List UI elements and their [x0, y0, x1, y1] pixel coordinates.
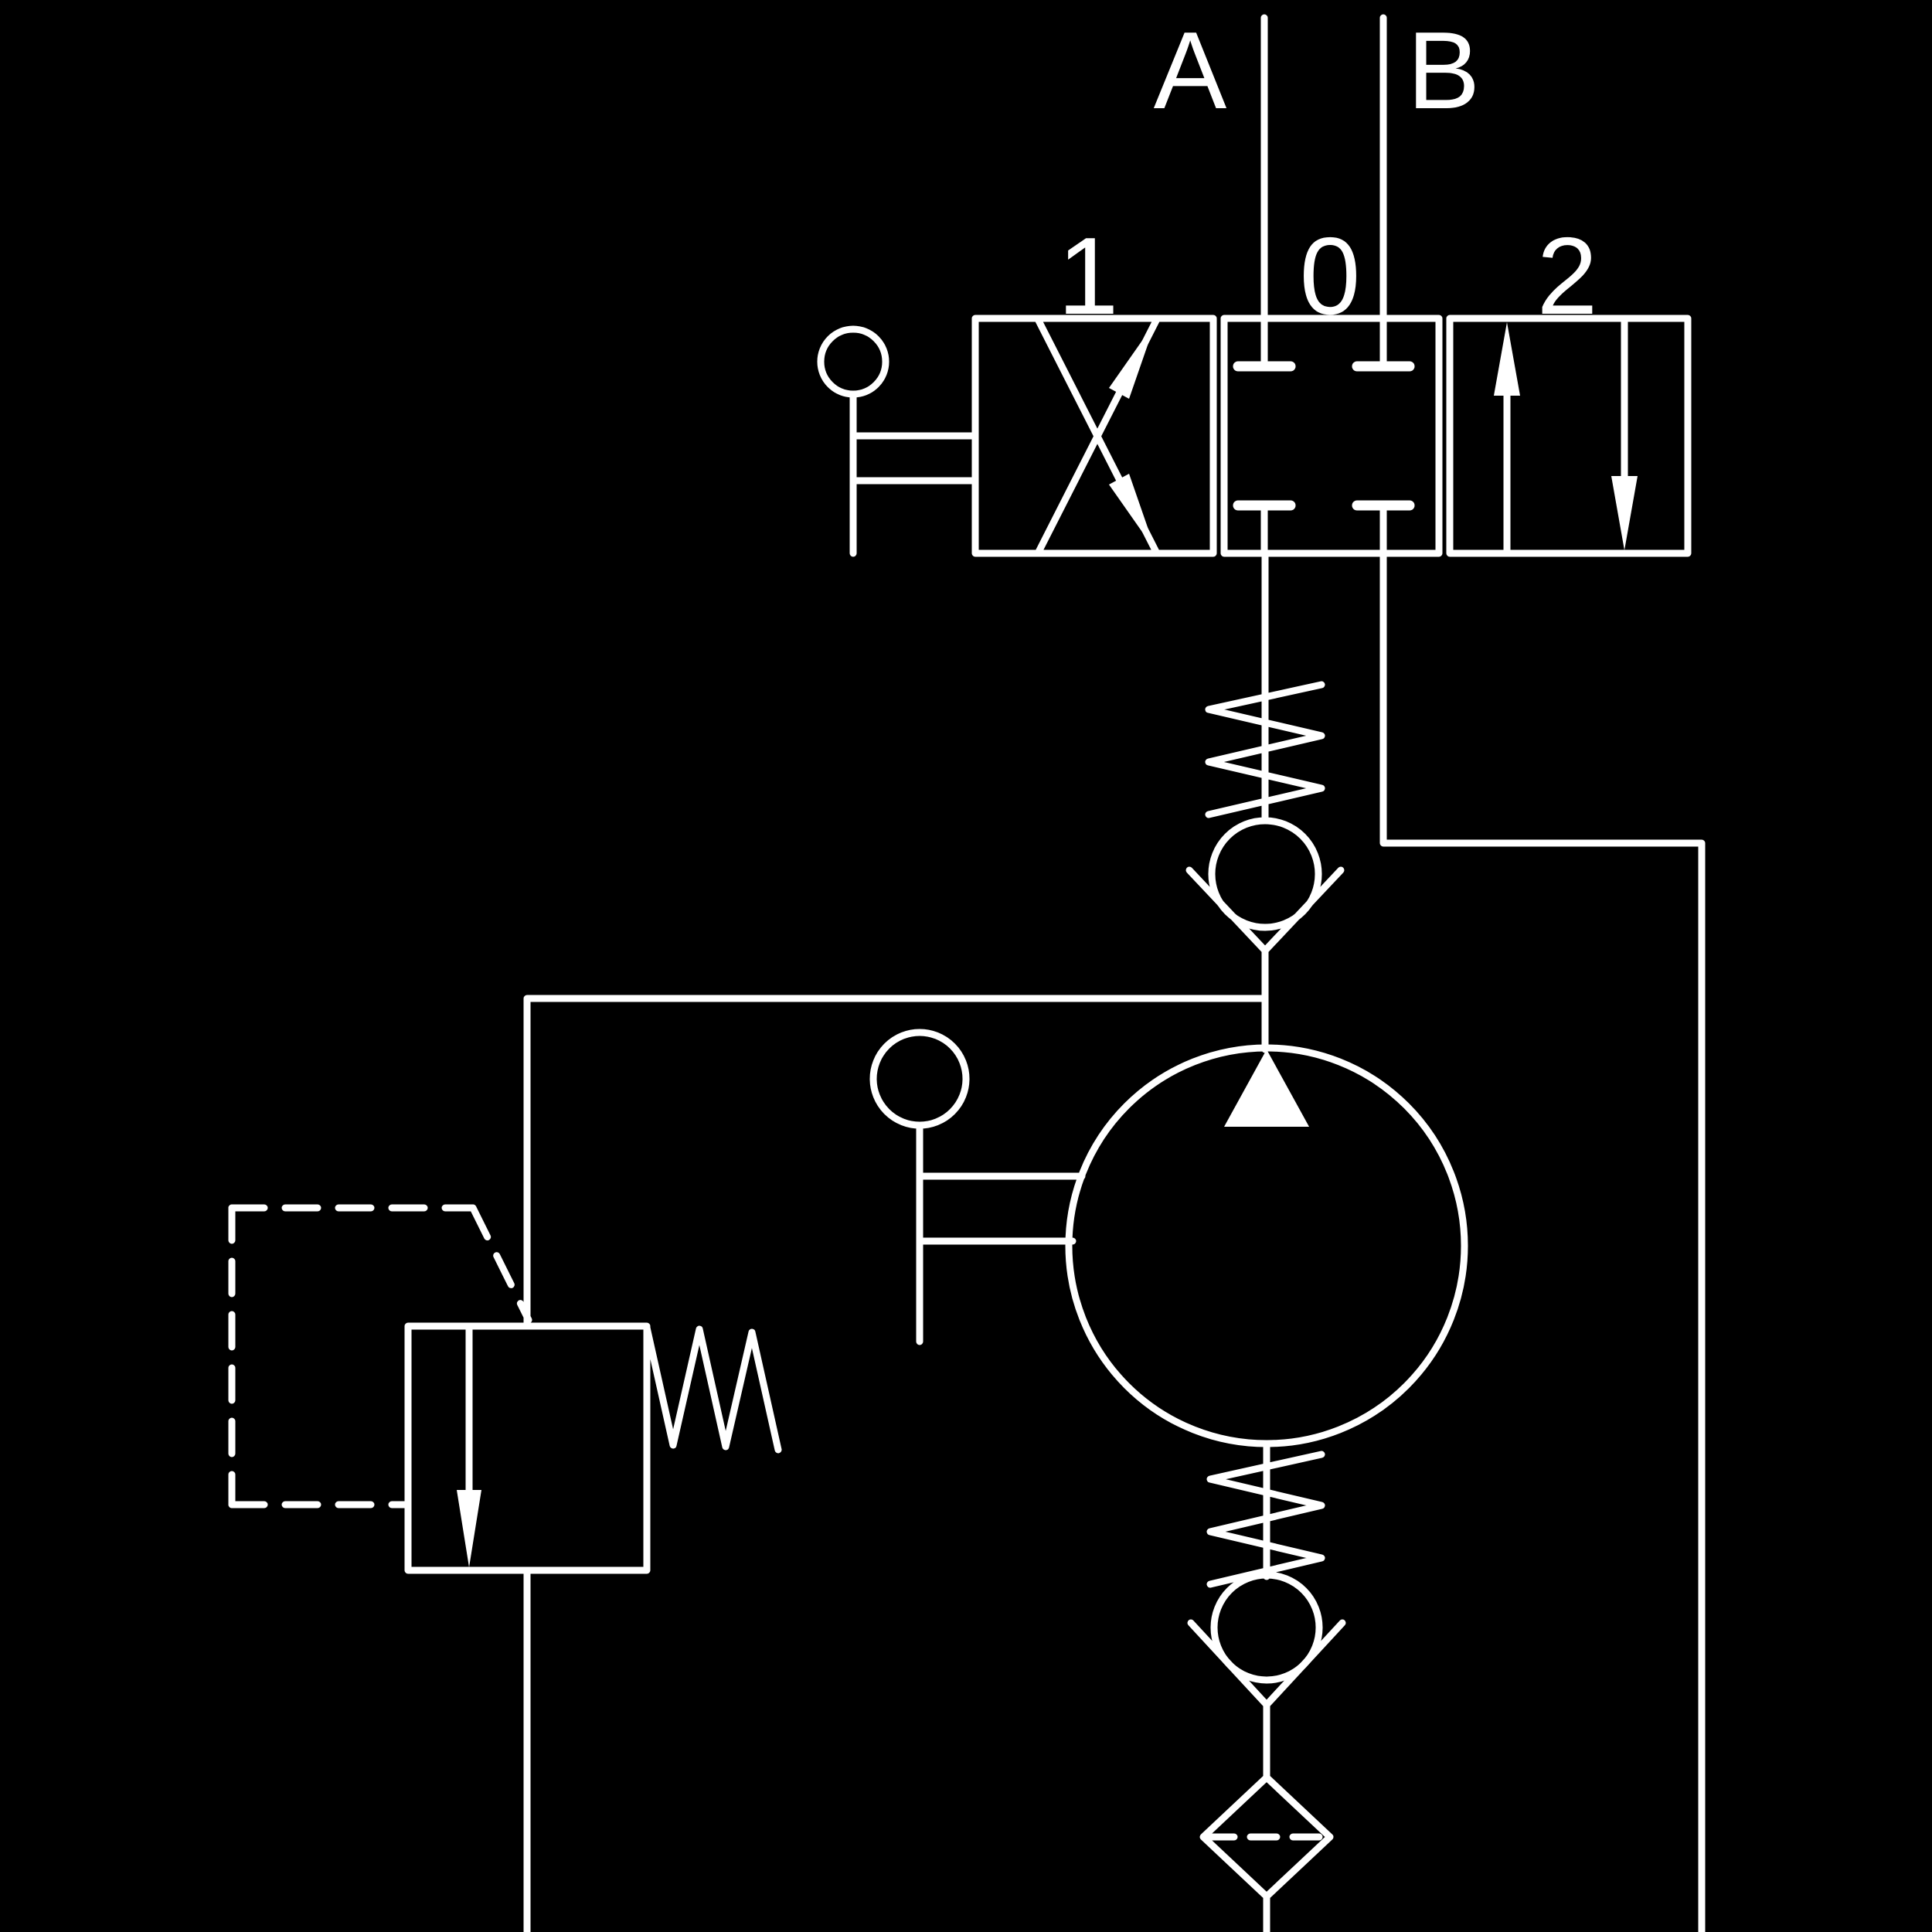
port-a-label: A — [1154, 9, 1227, 132]
relief-spring-icon — [643, 1324, 782, 1454]
valve-position-2-box — [1446, 315, 1692, 557]
lever-actuator-icon — [817, 325, 979, 557]
pump-lever-knob-icon — [869, 1029, 970, 1129]
relief-valve-body — [404, 1322, 651, 1574]
valve-seat-left — [1185, 866, 1269, 954]
arrowhead-up-icon — [1494, 322, 1520, 396]
valve-seat-right — [1261, 866, 1345, 954]
relief-arrowhead-down-icon — [457, 1490, 481, 1567]
arrowhead-up-right-icon — [1109, 321, 1156, 399]
check-ball-icon — [1210, 1571, 1323, 1684]
pump-lever-actuator-icon — [869, 1029, 1086, 1345]
flow-direction-triangle-icon — [1224, 1049, 1309, 1127]
filter-icon — [1199, 1774, 1334, 1900]
directional-valve-4-3 — [817, 315, 1692, 557]
check-valve-upper — [1185, 681, 1345, 954]
spring-icon — [1206, 1451, 1325, 1588]
parallel-arrows-icon — [1494, 318, 1638, 556]
check-ball-icon — [1208, 817, 1322, 931]
crossed-arrows-icon — [1035, 317, 1160, 556]
check-valve-lower — [1187, 1451, 1346, 1709]
arrowhead-down-right-icon — [1109, 474, 1156, 552]
hand-pump — [869, 1029, 1468, 1447]
valve-seat-left — [1187, 1619, 1270, 1709]
valve-seat-right — [1263, 1619, 1346, 1709]
lever-knob-icon — [817, 325, 889, 398]
relief-branch-line — [523, 995, 1269, 1330]
spring-icon — [1205, 681, 1325, 818]
pilot-line-dashed — [228, 1204, 532, 1509]
pilot-line-diagonal — [469, 1204, 532, 1324]
valve-position-0-box — [1220, 315, 1443, 557]
blocked-ports-icon — [1233, 315, 1415, 557]
port-b-label: B — [1407, 9, 1481, 132]
arrowhead-down-icon — [1611, 476, 1638, 550]
tank-return-line — [1379, 549, 1706, 1932]
pressure-relief-valve — [228, 1204, 782, 1932]
